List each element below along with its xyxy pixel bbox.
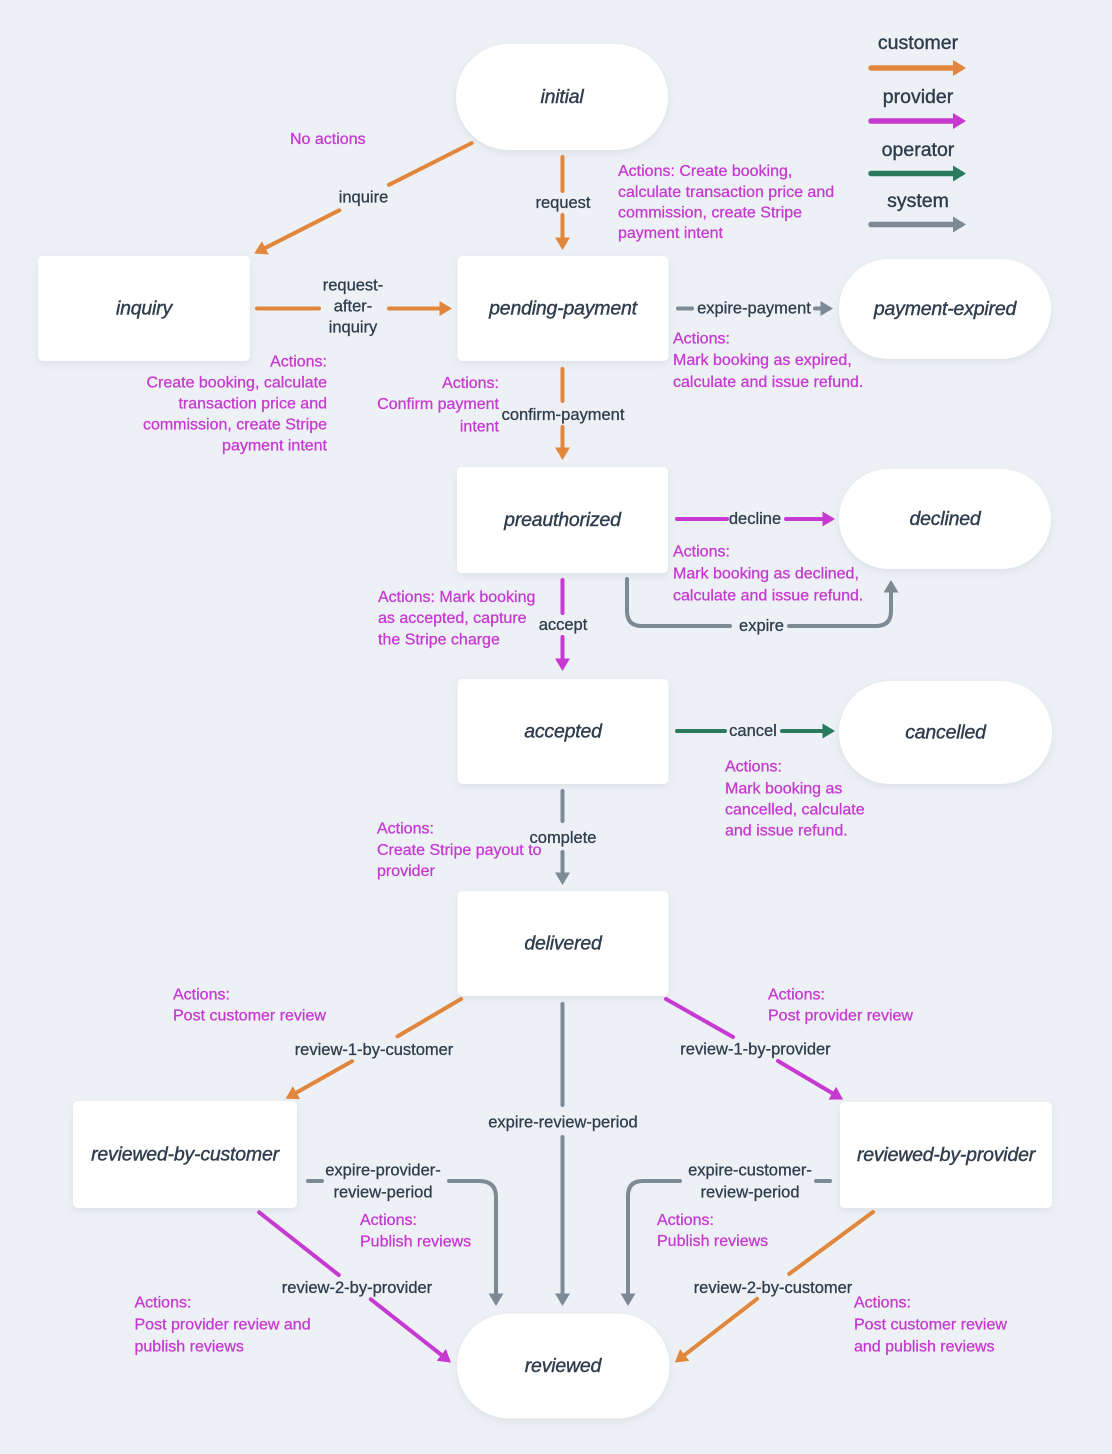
svg-text:Publish reviews: Publish reviews (657, 1233, 768, 1250)
svg-text:review-2-by-customer: review-2-by-customer (694, 1279, 853, 1297)
svg-text:and issue refund.: and issue refund. (725, 823, 848, 840)
svg-text:Post customer review: Post customer review (854, 1317, 1007, 1334)
svg-text:inquiry: inquiry (329, 319, 378, 337)
svg-text:operator: operator (882, 139, 955, 161)
svg-text:Confirm payment: Confirm payment (377, 396, 499, 413)
svg-text:delivered: delivered (524, 933, 603, 955)
svg-text:Mark booking as expired,: Mark booking as expired, (673, 352, 852, 369)
svg-text:decline: decline (729, 510, 781, 528)
svg-text:request: request (535, 194, 590, 212)
svg-text:reviewed-by-customer: reviewed-by-customer (91, 1144, 281, 1166)
svg-text:declined: declined (909, 508, 981, 530)
svg-text:expire-review-period: expire-review-period (488, 1114, 637, 1132)
svg-text:provider: provider (883, 86, 954, 108)
svg-text:Create booking, calculate: Create booking, calculate (146, 375, 327, 392)
svg-text:Actions:: Actions: (725, 759, 782, 776)
svg-text:payment intent: payment intent (222, 438, 328, 455)
svg-text:cancelled, calculate: cancelled, calculate (725, 802, 865, 819)
svg-text:initial: initial (540, 86, 584, 108)
svg-text:Publish reviews: Publish reviews (360, 1234, 471, 1251)
svg-text:system: system (887, 190, 949, 212)
svg-text:after-: after- (334, 298, 373, 316)
svg-text:accept: accept (539, 616, 588, 634)
svg-text:review-2-by-provider: review-2-by-provider (282, 1279, 433, 1297)
svg-text:cancel: cancel (729, 722, 777, 740)
svg-text:calculate and issue refund.: calculate and issue refund. (673, 588, 863, 605)
svg-text:transaction price and: transaction price and (178, 396, 327, 413)
svg-text:No actions: No actions (290, 131, 366, 148)
svg-text:the Stripe charge: the Stripe charge (378, 632, 500, 649)
svg-text:review-1-by-customer: review-1-by-customer (295, 1041, 454, 1059)
svg-text:Actions:: Actions: (442, 375, 499, 392)
svg-text:expire-payment: expire-payment (697, 300, 811, 318)
svg-text:cancelled: cancelled (905, 722, 987, 744)
svg-text:calculate transaction price an: calculate transaction price and (618, 184, 834, 201)
svg-text:customer: customer (878, 32, 959, 54)
svg-text:Actions:: Actions: (270, 354, 327, 371)
svg-text:publish reviews: publish reviews (135, 1339, 244, 1356)
svg-text:preauthorized: preauthorized (503, 509, 622, 531)
svg-text:Actions:: Actions: (657, 1212, 714, 1229)
svg-text:expire: expire (739, 617, 784, 635)
svg-text:Mark booking as declined,: Mark booking as declined, (673, 566, 859, 583)
svg-text:Actions:: Actions: (854, 1295, 911, 1312)
svg-text:Actions:: Actions: (360, 1212, 417, 1229)
svg-text:inquire: inquire (339, 189, 389, 207)
svg-text:accepted: accepted (524, 721, 603, 743)
svg-text:Actions:: Actions: (377, 821, 434, 838)
svg-text:Actions:: Actions: (673, 544, 730, 561)
svg-text:commission, create Stripe: commission, create Stripe (618, 205, 802, 222)
svg-text:review-period: review-period (700, 1184, 799, 1202)
svg-text:review-period: review-period (333, 1184, 432, 1202)
svg-text:Mark booking as: Mark booking as (725, 781, 842, 798)
svg-text:reviewed-by-provider: reviewed-by-provider (857, 1144, 1037, 1166)
svg-text:inquiry: inquiry (116, 298, 173, 320)
svg-text:Actions: Mark booking: Actions: Mark booking (378, 589, 535, 606)
svg-text:Create Stripe payout to: Create Stripe payout to (377, 842, 542, 859)
svg-text:payment-expired: payment-expired (873, 298, 1018, 320)
svg-text:calculate and issue refund.: calculate and issue refund. (673, 374, 863, 391)
svg-text:payment intent: payment intent (618, 225, 724, 242)
svg-text:Actions:: Actions: (673, 331, 730, 348)
svg-text:intent: intent (460, 419, 500, 436)
svg-text:confirm-payment: confirm-payment (502, 406, 625, 424)
svg-text:and publish reviews: and publish reviews (854, 1339, 995, 1356)
svg-text:expire-customer-: expire-customer- (688, 1162, 812, 1180)
svg-text:request-: request- (323, 277, 384, 295)
svg-text:Actions:: Actions: (768, 987, 825, 1004)
svg-text:pending-payment: pending-payment (488, 298, 638, 320)
svg-text:review-1-by-provider: review-1-by-provider (680, 1041, 831, 1059)
svg-text:complete: complete (530, 829, 597, 847)
svg-text:provider: provider (377, 863, 435, 880)
svg-text:Post customer review: Post customer review (173, 1008, 326, 1025)
svg-text:commission, create Stripe: commission, create Stripe (143, 417, 327, 434)
svg-text:Post provider review: Post provider review (768, 1008, 913, 1025)
svg-text:Actions: Create booking,: Actions: Create booking, (618, 163, 792, 180)
svg-text:expire-provider-: expire-provider- (325, 1162, 441, 1180)
svg-text:as accepted, capture: as accepted, capture (378, 610, 527, 627)
svg-text:Actions:: Actions: (173, 987, 230, 1004)
svg-text:Actions:: Actions: (135, 1295, 192, 1312)
svg-text:reviewed: reviewed (525, 1355, 603, 1377)
svg-text:Post provider review and: Post provider review and (135, 1317, 311, 1334)
